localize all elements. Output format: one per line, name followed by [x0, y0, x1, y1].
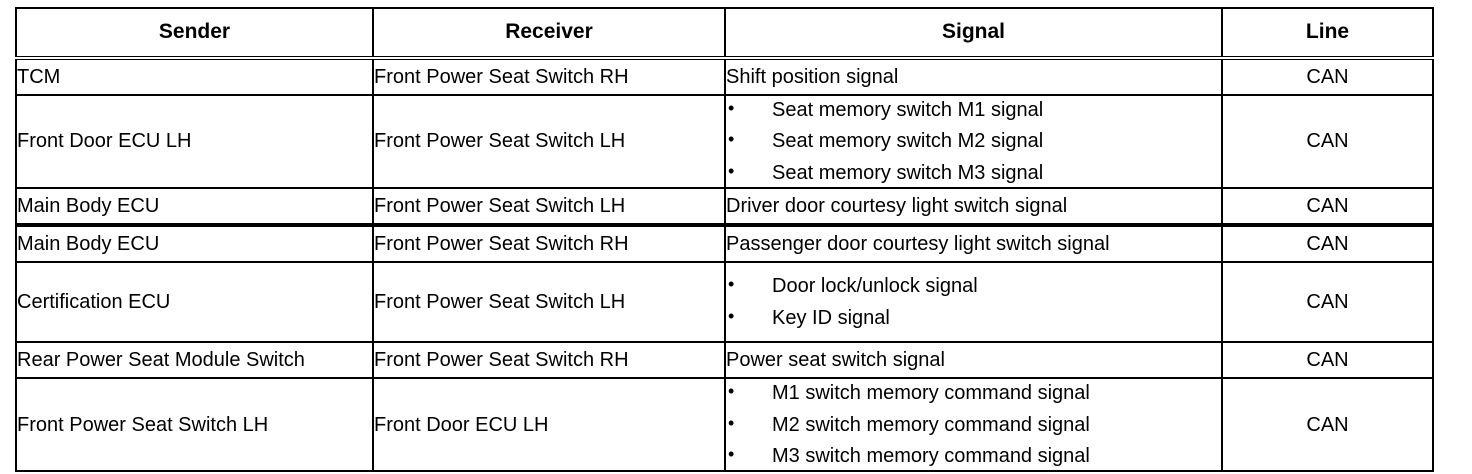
cell-line: CAN	[1221, 93, 1434, 190]
signal-bullet-label: Seat memory switch M3 signal	[772, 161, 1044, 184]
table-header: Sender Receiver Signal Line	[15, 7, 1434, 59]
cell-signal: • Seat memory switch M1 signal • Seat memor…	[724, 93, 1223, 190]
signal-bullet-item: • Key ID signal	[726, 304, 1221, 332]
bullet-icon: •	[728, 274, 735, 295]
bullet-icon: •	[728, 381, 735, 402]
cell-signal: • Door lock/unlock signal • Key ID signal	[724, 261, 1223, 344]
bullet-icon: •	[728, 129, 735, 150]
signal-bullet-label: M2 switch memory command signal	[772, 413, 1090, 436]
signal-label: Passenger door courtesy light switch sig…	[726, 232, 1110, 255]
signal-label: Driver door courtesy light switch signal	[726, 194, 1068, 217]
signal-bullet-label: M3 switch memory command signal	[772, 444, 1090, 467]
cell-line: CAN	[1221, 223, 1434, 264]
cell-sender: Main Body ECU	[15, 223, 374, 264]
cell-receiver: Front Power Seat Switch RH	[372, 56, 726, 96]
cell-signal: Power seat switch signal	[724, 341, 1223, 380]
cell-receiver: Front Power Seat Switch LH	[372, 187, 726, 227]
column-header-receiver: Receiver	[372, 7, 726, 59]
signal-bullet-list: • M1 switch memory command signal • M2 swit…	[726, 379, 1221, 470]
column-header-sender: Sender	[15, 7, 374, 59]
signal-label: Shift position signal	[726, 65, 899, 88]
signal-bullet-label: Seat memory switch M2 signal	[772, 130, 1044, 153]
cell-line: CAN	[1221, 56, 1434, 96]
cell-line: CAN	[1221, 341, 1434, 380]
bullet-icon: •	[728, 98, 735, 118]
cell-signal: Shift position signal	[724, 56, 1223, 96]
signal-bullet-item: • M3 switch memory command signal	[726, 442, 1221, 470]
signal-bullet-item: • Seat memory switch M2 signal	[726, 127, 1221, 155]
cell-receiver: Front Power Seat Switch LH	[372, 93, 726, 190]
cell-line: CAN	[1221, 261, 1434, 344]
signal-bullet-list: • Door lock/unlock signal • Key ID signal	[726, 272, 1221, 332]
signal-label: Power seat switch signal	[726, 348, 945, 371]
cell-sender: Rear Power Seat Module Switch	[15, 341, 374, 380]
signal-bullet-item: • Seat memory switch M3 signal	[726, 159, 1221, 187]
cell-receiver: Front Door ECU LH	[372, 377, 726, 473]
cell-receiver: Front Power Seat Switch RH	[372, 223, 726, 264]
signal-bullet-label: Door lock/unlock signal	[772, 275, 978, 298]
bullet-icon: •	[728, 160, 735, 181]
cell-sender: TCM	[15, 56, 374, 96]
cell-signal: Driver door courtesy light switch signal	[724, 187, 1223, 227]
cell-signal: Passenger door courtesy light switch sig…	[724, 223, 1223, 264]
bullet-icon: •	[728, 305, 735, 326]
cell-receiver: Front Power Seat Switch LH	[372, 261, 726, 344]
signal-bullet-item: • M2 switch memory command signal	[726, 411, 1221, 439]
bullet-icon: •	[728, 443, 735, 464]
signal-bullet-label: M1 switch memory command signal	[772, 382, 1090, 405]
cell-line: CAN	[1221, 187, 1434, 227]
signal-bullet-list: • Seat memory switch M1 signal • Seat memor…	[726, 96, 1221, 187]
cell-sender: Front Power Seat Switch LH	[15, 377, 374, 473]
cell-sender: Front Door ECU LH	[15, 93, 374, 190]
bullet-icon: •	[728, 412, 735, 433]
table-header-row: Sender Receiver Signal Line	[15, 7, 1434, 59]
signal-bullet-item: • Seat memory switch M1 signal	[726, 96, 1221, 124]
cell-signal: • M1 switch memory command signal • M2 swit…	[724, 377, 1223, 473]
cell-receiver: Front Power Seat Switch RH	[372, 341, 726, 380]
signal-bullet-label: Key ID signal	[772, 306, 890, 329]
cell-sender: Main Body ECU	[15, 187, 374, 227]
signal-bullet-label: Seat memory switch M1 signal	[772, 99, 1044, 121]
signal-bullet-item: • M1 switch memory command signal	[726, 379, 1221, 407]
column-header-signal: Signal	[724, 7, 1223, 59]
cell-line: CAN	[1221, 377, 1434, 473]
signal-bullet-item: • Door lock/unlock signal	[726, 272, 1221, 300]
cell-sender: Certification ECU	[15, 261, 374, 344]
column-header-line: Line	[1221, 7, 1434, 59]
